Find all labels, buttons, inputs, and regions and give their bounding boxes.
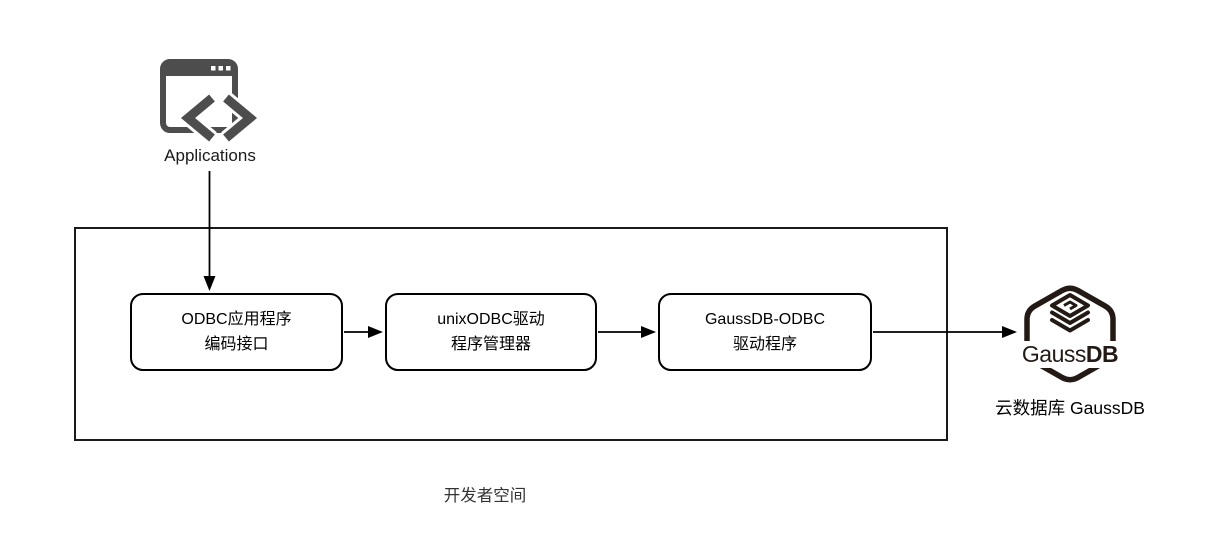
developer-space-container [74,227,948,441]
node-unixodbc-manager: unixODBC驱动 程序管理器 [385,293,597,371]
developer-space-label: 开发者空间 [443,487,527,505]
node-unixodbc-manager-line2: 程序管理器 [450,336,531,353]
applications-code-window-icon [160,59,259,142]
applications-label: Applications [164,146,256,165]
gaussdb-caption: 云数据库 GaussDB [995,398,1145,418]
node-gaussdb-odbc-driver: GaussDB-ODBC 驱动程序 [658,293,872,371]
node-gaussdb-odbc-driver-line2: 驱动程序 [732,336,797,353]
node-gaussdb-odbc-driver-line1: GaussDB-ODBC [704,311,826,328]
wordmark-db: DB [1086,341,1118,367]
gaussdb-logo-icon: GaussDB [1018,285,1122,383]
wordmark-gauss: Gauss [1022,341,1086,367]
node-odbc-api: ODBC应用程序 编码接口 [130,293,343,371]
node-odbc-api-line2: 编码接口 [204,336,269,353]
node-unixodbc-manager-line1: unixODBC驱动 [437,311,545,328]
node-odbc-api-line1: ODBC应用程序 [181,311,292,328]
logo-text-band [1018,341,1122,368]
gaussdb-wordmark: GaussDB [1022,341,1118,367]
